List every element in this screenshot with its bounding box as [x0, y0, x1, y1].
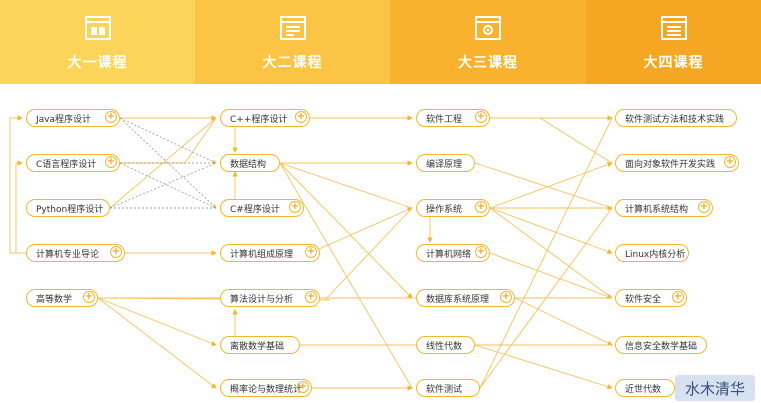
course-c[interactable]: C语言程序设计+: [26, 154, 120, 172]
header-year-4: 大四课程: [586, 0, 761, 84]
course-csharp[interactable]: C#程序设计+: [220, 199, 304, 217]
course-ds[interactable]: 数据结构: [220, 154, 280, 172]
plus-icon[interactable]: +: [289, 201, 301, 213]
column-title: 大四课程: [643, 55, 704, 71]
header-year-2: 大二课程: [195, 0, 390, 84]
plus-icon[interactable]: +: [105, 111, 117, 123]
plus-icon[interactable]: +: [105, 156, 117, 168]
course-db[interactable]: 数据库系统原理+: [416, 289, 515, 307]
plus-icon[interactable]: +: [295, 111, 307, 123]
document-window-icon: [660, 16, 687, 40]
course-sec[interactable]: 软件安全+: [615, 289, 687, 307]
course-linear[interactable]: 线性代数: [416, 336, 475, 354]
header-year-1: 大一课程: [0, 0, 195, 84]
course-algo[interactable]: 算法设计与分析+: [220, 289, 320, 307]
course-test[interactable]: 软件测试: [416, 379, 480, 397]
column-title: 大二课程: [262, 55, 323, 71]
column-title: 大三课程: [458, 55, 518, 71]
gear-window-icon: [475, 16, 501, 40]
course-intro[interactable]: 计算机专业导论+: [26, 244, 125, 262]
plus-icon[interactable]: +: [297, 381, 309, 393]
course-discrete[interactable]: 离散数学基础: [220, 336, 300, 354]
course-se[interactable]: 软件工程+: [416, 109, 490, 127]
course-cpp[interactable]: C++程序设计+: [220, 109, 310, 127]
course-java[interactable]: Java程序设计+: [26, 109, 120, 127]
column-title: 大一课程: [67, 55, 128, 71]
plus-icon[interactable]: +: [305, 246, 317, 258]
plus-icon[interactable]: +: [698, 201, 710, 213]
course-swtest[interactable]: 软件测试方法和技术实践: [615, 109, 737, 127]
course-prob[interactable]: 概率论与数理统计+: [220, 379, 312, 397]
course-os[interactable]: 操作系统+: [416, 199, 490, 217]
plus-icon[interactable]: +: [110, 246, 122, 258]
book-icon: [84, 16, 111, 40]
plus-icon[interactable]: +: [672, 291, 684, 303]
course-oop[interactable]: 面向对象软件开发实践+: [615, 154, 739, 172]
watermark-logo: 水木清华: [675, 375, 755, 401]
plus-icon[interactable]: +: [83, 291, 95, 303]
plus-icon[interactable]: +: [724, 156, 736, 168]
plus-icon[interactable]: +: [475, 111, 487, 123]
course-math[interactable]: 高等数学+: [26, 289, 98, 307]
plus-icon[interactable]: +: [305, 291, 317, 303]
header-year-3: 大三课程: [390, 0, 586, 84]
course-linux[interactable]: Linux内核分析: [615, 244, 689, 262]
plus-icon[interactable]: +: [500, 291, 512, 303]
course-infosec[interactable]: 信息安全数学基础: [615, 336, 707, 354]
plus-icon[interactable]: +: [475, 201, 487, 213]
course-modern[interactable]: 近世代数: [615, 379, 675, 397]
plus-icon[interactable]: +: [475, 246, 487, 258]
course-org[interactable]: 计算机组成原理+: [220, 244, 320, 262]
course-arch[interactable]: 计算机系统结构+: [615, 199, 713, 217]
course-compiler[interactable]: 编译原理: [416, 154, 475, 172]
course-net[interactable]: 计算机网络+: [416, 244, 490, 262]
course-python[interactable]: Python程序设计: [26, 199, 110, 217]
code-window-icon: [279, 16, 306, 40]
